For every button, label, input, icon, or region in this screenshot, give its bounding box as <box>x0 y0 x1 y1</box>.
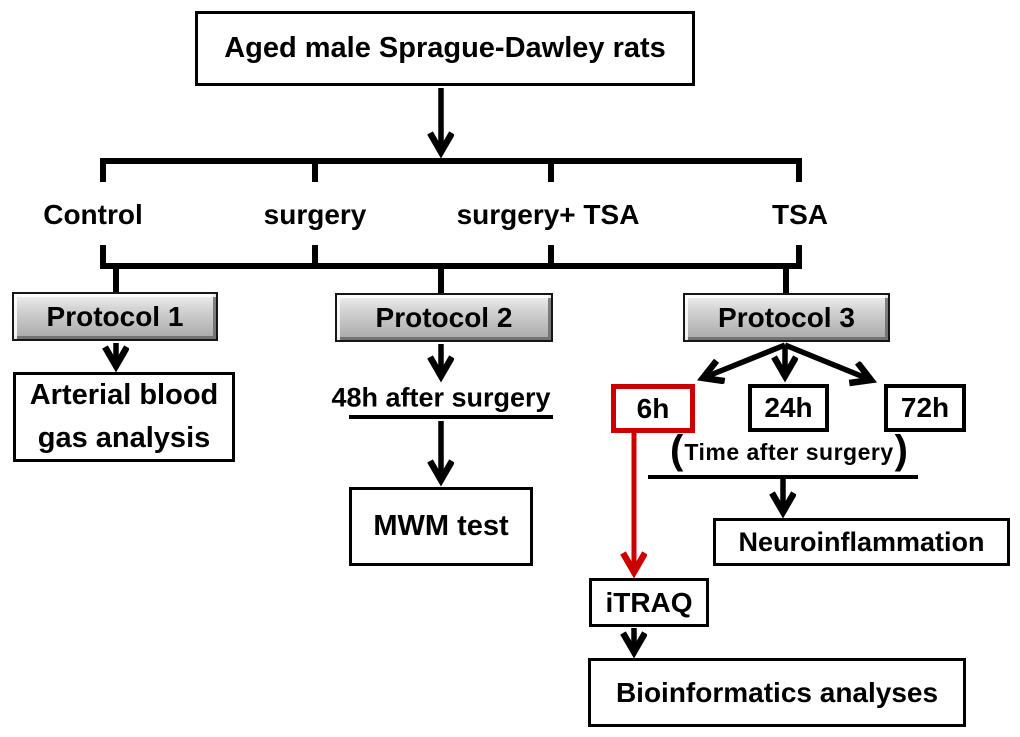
arterial-line2: gas analysis <box>37 422 211 454</box>
arterial-blood-gas-node: Arterial blood gas analysis <box>13 372 235 462</box>
protocol-1-node: Protocol 1 <box>12 292 218 341</box>
branch-label-text: Control <box>43 199 143 230</box>
timepoint-72h-node: 72h <box>884 384 966 432</box>
branch-label-surgery-tsa: surgery+ TSA <box>457 199 640 231</box>
branch-label-text: surgery <box>263 199 367 230</box>
protocol-3-label: Protocol 3 <box>718 301 855 333</box>
root-node: Aged male Sprague-Dawley rats <box>195 11 695 86</box>
protocol-3-node: Protocol 3 <box>683 293 890 342</box>
time-note-open-paren: ( <box>670 428 684 472</box>
timepoint-6h-node: 6h <box>611 384 695 433</box>
timepoint-48h-label: 48h after surgery <box>331 383 550 414</box>
arterial-line1: Arterial blood <box>29 378 219 411</box>
branch-label-control: Control <box>43 199 143 231</box>
bioinformatics-label: Bioinformatics analyses <box>615 676 939 708</box>
timepoint-24h-node: 24h <box>748 384 829 432</box>
time-note-close-paren: ) <box>894 428 908 472</box>
root-label: Aged male Sprague-Dawley rats <box>224 31 666 64</box>
time-note-text: Time after surgery <box>684 438 894 465</box>
branch-label-surgery: surgery <box>264 199 367 231</box>
branch-label-text: TSA <box>772 199 828 230</box>
time-after-surgery-note: ( Time after surgery ) <box>670 428 908 472</box>
protocol-1-label: Protocol 1 <box>46 300 184 332</box>
timepoint-24h-label: 24h <box>764 392 813 424</box>
neuroinflammation-node: Neuroinflammation <box>713 518 1010 566</box>
branch-rail-top <box>100 158 802 182</box>
timepoint-72h-label: 72h <box>900 392 950 424</box>
neuroinflammation-label: Neuroinflammation <box>738 526 985 557</box>
mwm-test-node: MWM test <box>349 487 533 566</box>
timepoint-6h-label: 6h <box>636 392 670 424</box>
bioinformatics-node: Bioinformatics analyses <box>588 658 966 727</box>
branch-label-tsa: TSA <box>772 199 828 231</box>
protocol-2-label: Protocol 2 <box>375 301 513 333</box>
arrow-protocol3-to-72h <box>783 342 871 380</box>
timepoint-48h-text: 48h after surgery <box>331 382 551 413</box>
protocol-2-node: Protocol 2 <box>335 293 553 342</box>
branch-label-text: surgery+ TSA <box>456 199 640 230</box>
mwm-test-label: MWM test <box>373 509 509 542</box>
arrow-protocol3-to-6h <box>703 342 787 378</box>
itraq-label: iTRAQ <box>605 586 693 618</box>
branch-rail-bottom <box>100 245 802 296</box>
itraq-node: iTRAQ <box>589 578 709 627</box>
